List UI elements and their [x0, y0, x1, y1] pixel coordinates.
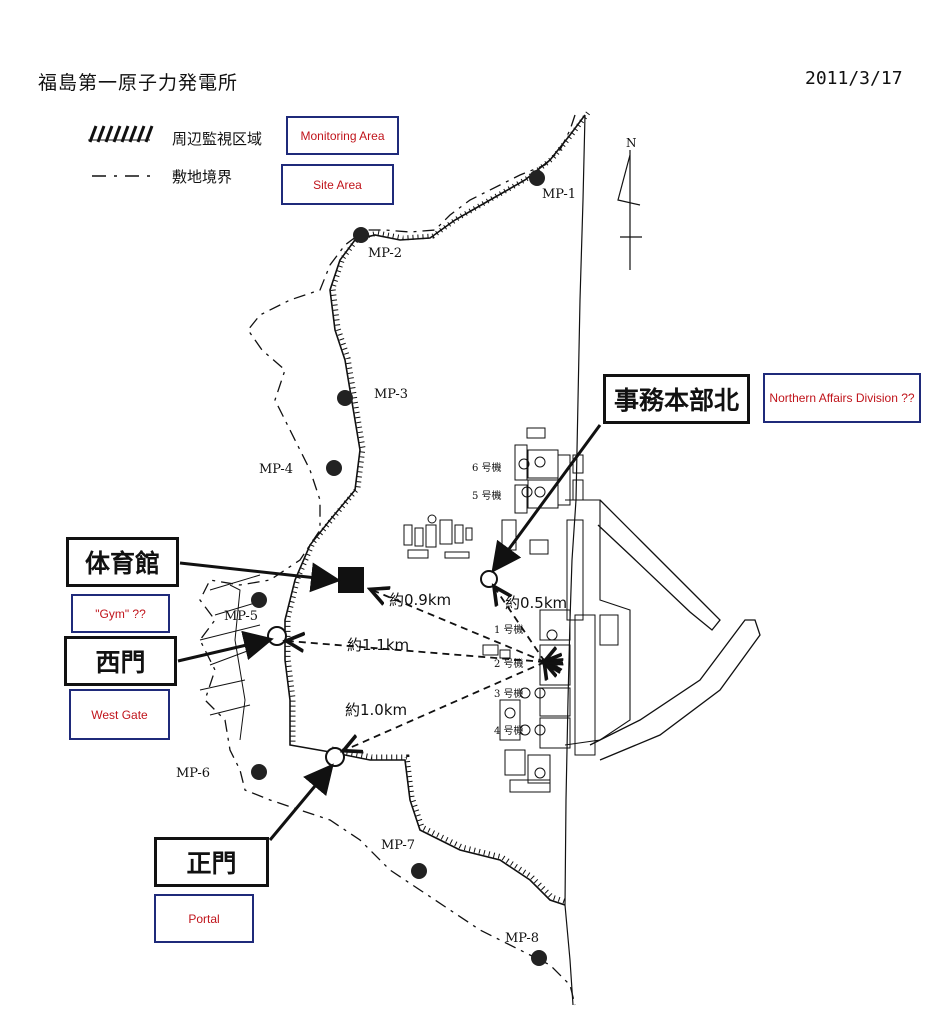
- mp-4-label: MP-4: [259, 462, 294, 477]
- legend-hatch-symbol: [88, 125, 154, 143]
- legend-site-boundary-label: 敷地境界: [172, 168, 233, 186]
- site-boundary-line: [199, 114, 576, 1006]
- distance-main-gate-label: 約1.0km: [345, 701, 408, 719]
- label-office-north: 事務本部北: [603, 374, 750, 424]
- coastline: [564, 114, 586, 1006]
- label-west-gate: 西門: [64, 636, 177, 686]
- mp-7-marker: [411, 863, 427, 879]
- mp-8-label: MP-8: [505, 931, 540, 946]
- harbour-inner: [564, 499, 631, 746]
- monitoring-area-hatching-south: [331, 746, 568, 905]
- monitoring-area-boundary: [284, 114, 586, 906]
- main-gate-marker: [325, 747, 345, 767]
- mp-6-label: MP-6: [176, 766, 211, 781]
- mp-3-label: MP-3: [374, 387, 409, 402]
- unit-3-label: 3 号機: [494, 689, 524, 700]
- label-gym: 体育館: [66, 537, 179, 587]
- west-roads: [199, 574, 266, 741]
- unit-5-label: 5 号機: [472, 491, 502, 502]
- unit-1-label: 1 号機: [494, 625, 524, 636]
- distance-office-north-label: 約0.5km: [505, 594, 568, 612]
- unit-4-label: 4 号機: [494, 726, 524, 737]
- office-north-marker: [480, 570, 498, 588]
- main-gate-pointer: [268, 763, 334, 841]
- mp-1-marker: [529, 170, 545, 186]
- west-gate-pointer: [177, 630, 274, 663]
- translation-monitoring-area: Monitoring Area: [286, 116, 399, 155]
- mp-8-marker: [531, 950, 547, 966]
- label-pointer-arrows: [177, 424, 602, 841]
- legend-monitoring-area-label: 周辺監視区域: [172, 130, 263, 148]
- mp-3-marker: [337, 390, 353, 406]
- office-north-pointer: [491, 424, 602, 573]
- mp-7-label: MP-7: [381, 838, 416, 853]
- translation-northern-affairs: Northern Affairs Division ??: [763, 373, 921, 423]
- distance-west-gate-label: 約1.1km: [347, 636, 410, 654]
- west-gate-marker: [267, 626, 287, 646]
- mp-4-marker: [326, 460, 342, 476]
- unit-6-label: 6 号機: [472, 463, 502, 474]
- translation-site-area: Site Area: [281, 164, 394, 205]
- translation-gym: "Gym" ??: [71, 594, 170, 633]
- distance-arrow-gym: [372, 590, 545, 662]
- distance-arrows: [288, 588, 545, 750]
- gym-marker: [338, 567, 364, 593]
- label-main-gate: 正門: [154, 837, 269, 887]
- gym-pointer: [179, 561, 341, 593]
- monitoring-area-hatching: [285, 111, 590, 743]
- distance-gym-label: 約0.9km: [389, 591, 452, 609]
- translation-portal: Portal: [154, 894, 254, 943]
- mp-2-label: MP-2: [368, 246, 403, 261]
- mp-5-marker: [251, 592, 267, 608]
- page-title: 福島第一原子力発電所: [38, 72, 239, 94]
- north-breakwater: [597, 499, 721, 631]
- unit-reactor-markers: [427, 456, 558, 779]
- south-breakwater: [589, 619, 761, 761]
- compass-icon: [617, 150, 642, 270]
- mp-5-label: MP-5: [224, 609, 259, 624]
- mp-2-marker: [353, 227, 369, 243]
- mp-1-label: MP-1: [542, 187, 577, 202]
- unit-2-label: 2 号機: [494, 659, 524, 670]
- mp-6-marker: [251, 764, 267, 780]
- map-date: 2011/3/17: [805, 68, 903, 89]
- monitoring-post-markers: [251, 170, 547, 966]
- distance-arrow-main-gate: [345, 662, 545, 750]
- compass-north-label: N: [626, 136, 637, 150]
- translation-west-gate: West Gate: [69, 689, 170, 740]
